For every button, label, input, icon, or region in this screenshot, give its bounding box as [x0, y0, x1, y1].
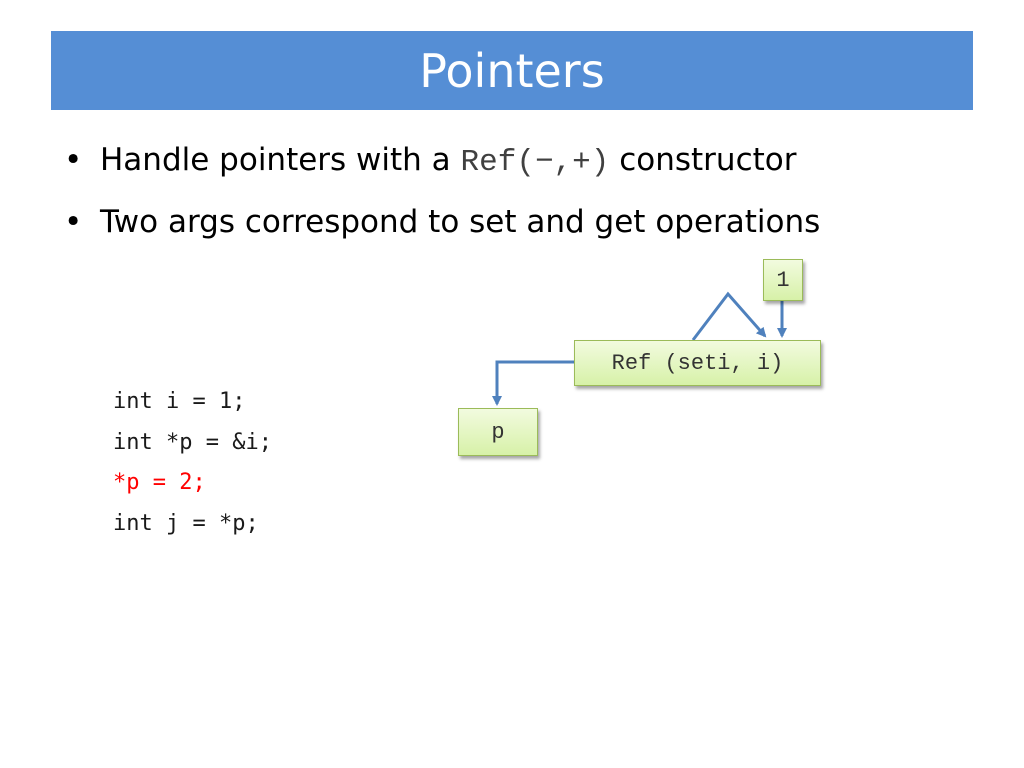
- bullet-list: • Handle pointers with a Ref(−,+) constr…: [64, 138, 820, 262]
- bullet-dot: •: [64, 204, 83, 240]
- code-block: int i = 1; int *p = &i; *p = 2; int j = …: [113, 382, 272, 544]
- bullet-item: • Two args correspond to set and get ope…: [64, 200, 820, 262]
- bullet-code: Ref(−,+): [460, 145, 610, 180]
- node-ref: Ref (seti, i): [574, 340, 821, 386]
- node-one: 1: [763, 259, 803, 301]
- code-line: int *p = &i;: [113, 429, 272, 455]
- code-line-highlighted: *p = 2;: [113, 470, 206, 495]
- bullet-text: Two args correspond to set and get opera…: [100, 204, 821, 240]
- bullet-item: • Handle pointers with a Ref(−,+) constr…: [64, 138, 820, 200]
- title-bar: Pointers: [51, 31, 973, 110]
- slide-title: Pointers: [419, 43, 605, 98]
- bullet-text: Handle pointers with a: [100, 142, 461, 178]
- node-p: p: [458, 408, 538, 456]
- edge-ref-self-loop: [691, 291, 767, 341]
- bullet-text: constructor: [609, 142, 797, 178]
- bullet-dot: •: [64, 142, 83, 178]
- edge-ref-to-p: [492, 360, 574, 406]
- code-line: int i = 1;: [113, 389, 246, 414]
- code-line: int j = *p;: [113, 510, 259, 536]
